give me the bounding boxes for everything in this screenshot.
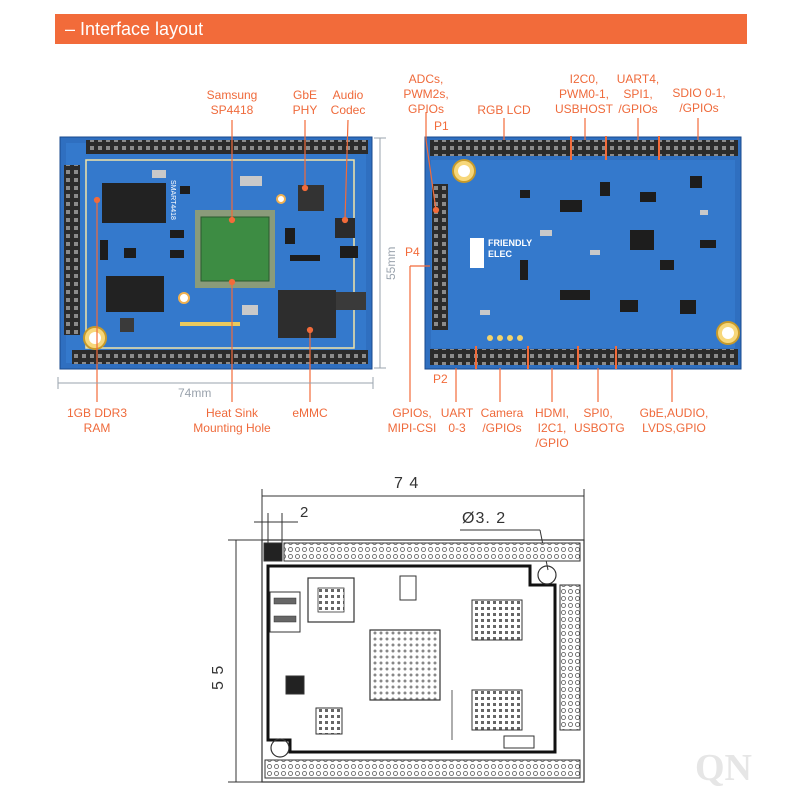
label-sdio: SDIO 0-1, /GPIOs — [672, 86, 726, 115]
drawing-header-right — [559, 584, 581, 731]
label-rgb-lcd: RGB LCD — [477, 103, 531, 117]
label-uart-0-3: UART 0-3 — [440, 406, 474, 435]
label-ddr3-ram: 1GB DDR3 RAM — [66, 406, 128, 435]
drawing-width-74: 7 4 — [394, 475, 420, 492]
label-adcs: ADCs, PWM2s, GPIOs — [403, 72, 449, 116]
right-board — [424, 136, 742, 370]
header-side-left — [64, 165, 80, 335]
header-p4 — [432, 184, 448, 330]
drawing-pitch-2: 2 — [300, 504, 310, 521]
label-camera: Camera /GPIOs — [480, 406, 524, 435]
label-uart4-spi1: UART4, SPI1, /GPIOs — [616, 72, 660, 116]
label-p2: P2 — [433, 372, 448, 386]
label-samsung-cpu: Samsung SP4418 — [206, 88, 258, 117]
ddr3-chip-1 — [102, 183, 166, 223]
left-leaders — [93, 119, 349, 402]
header-p1 — [430, 140, 738, 156]
mechanical-drawing — [228, 489, 585, 783]
section-title-banner: – Interface layout — [55, 14, 747, 44]
label-p4: P4 — [405, 245, 420, 259]
label-i2c0-usbhost: I2C0, PWM0-1, USBHOST — [554, 72, 613, 116]
label-gbe-phy: GbE PHY — [292, 88, 318, 117]
drawing-header-top — [283, 542, 581, 562]
label-audio-codec: Audio Codec — [330, 88, 366, 117]
board-silkscreen-text: SMART4418 — [169, 180, 176, 220]
label-gpios-mipi: GPIOs, MIPI-CSI — [387, 406, 437, 435]
audio-codec-chip — [335, 218, 355, 238]
right-header-separators — [475, 136, 660, 369]
label-hdmi: HDMI, I2C1, /GPIO — [535, 406, 569, 450]
drawing-hole-diameter: Ø3. 2 — [462, 510, 507, 527]
emmc-chip — [278, 290, 336, 338]
heat-sink-hole — [178, 292, 190, 304]
cpu-chip — [200, 216, 270, 282]
gbe-phy-chip — [298, 185, 324, 211]
dimension-width-74mm: 74mm — [178, 386, 212, 400]
drawing-header-bottom — [264, 759, 581, 779]
right-leaders — [409, 112, 699, 402]
watermark: QN — [695, 747, 752, 789]
friendlyelec-logo: FRIENDLY ELEC — [488, 238, 532, 260]
header-p2 — [430, 349, 738, 365]
label-heat-sink-hole: Heat Sink Mounting Hole — [193, 406, 271, 435]
label-p1: P1 — [434, 119, 449, 133]
logo-line-2: ELEC — [488, 249, 513, 259]
logo-line-1: FRIENDLY — [488, 238, 533, 248]
label-emmc: eMMC — [292, 406, 328, 420]
drawing-height-55: 5 5 — [210, 664, 227, 690]
label-spi0: SPI0, USBOTG — [574, 406, 625, 435]
dimension-height-55mm: 55mm — [384, 246, 398, 280]
header-top-left — [86, 140, 368, 154]
ddr3-chip-2 — [106, 276, 164, 312]
label-gbe-audio: GbE,AUDIO, LVDS,GPIO — [639, 406, 709, 435]
header-bottom-left — [72, 350, 368, 364]
left-dimension-lines — [57, 137, 386, 389]
left-board — [59, 136, 373, 370]
